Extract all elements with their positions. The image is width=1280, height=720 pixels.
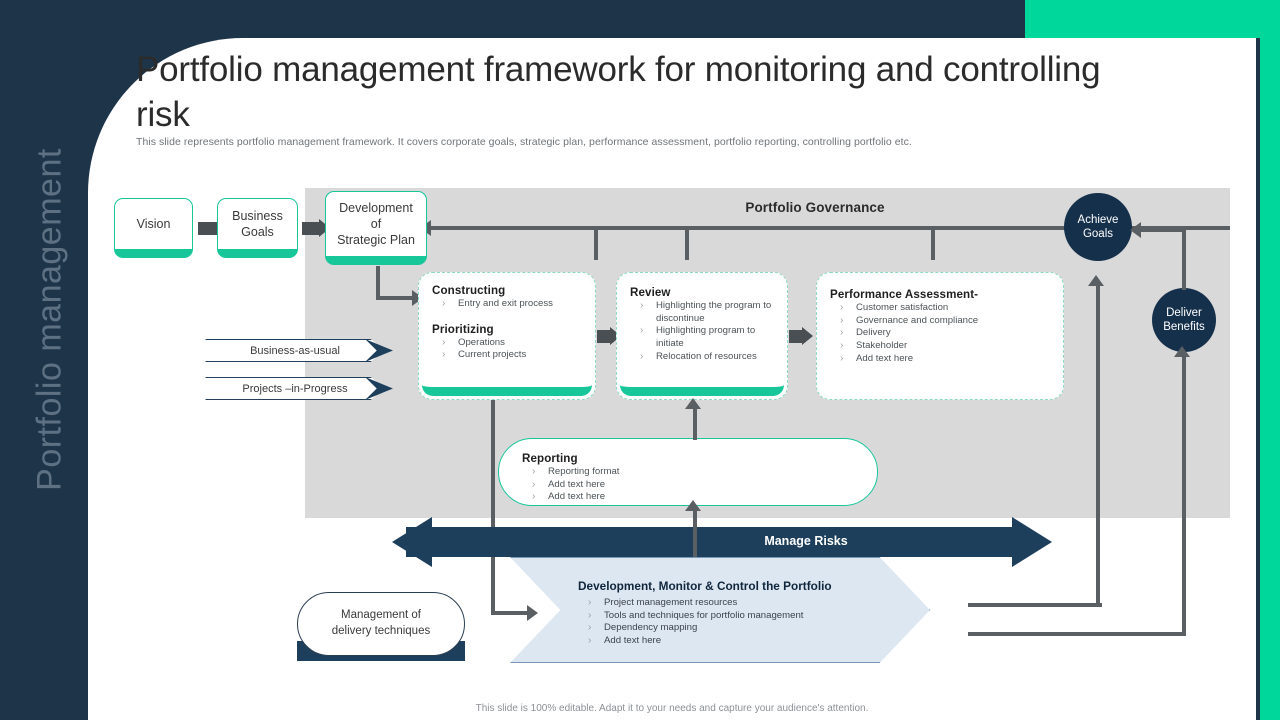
page-title: Portfolio management framework for monit…	[136, 50, 1101, 134]
arrow-head-chevron-to-reporting	[685, 500, 701, 511]
manage-risks-bar	[406, 527, 1016, 557]
spine-constructing-right	[491, 611, 529, 615]
arrow-head-up-achieve-goals	[1088, 275, 1104, 286]
list-item: Add text here	[830, 352, 1050, 366]
list-item: Operations	[432, 336, 582, 350]
constructing-bullets-2: Operations Current projects	[432, 336, 582, 362]
development-chevron-heading: Development, Monitor & Control the Portf…	[578, 579, 832, 593]
flow-box-vision[interactable]: Vision	[114, 198, 193, 258]
list-item: Relocation of resources	[630, 350, 774, 364]
list-item: Current projects	[432, 348, 582, 362]
review-content: Review Highlighting the program to disco…	[620, 278, 784, 363]
performance-bullets: Customer satisfaction Governance and com…	[830, 301, 1050, 366]
list-item: Tools and techniques for portfolio manag…	[578, 609, 908, 623]
arrow-head-reporting-to-review	[685, 398, 701, 409]
deliver-benefits-line2: Benefits	[1163, 321, 1205, 333]
feedback-line-to-strategic-plan	[432, 226, 1132, 230]
list-item: Dependency mapping	[578, 621, 908, 635]
manage-risks-label: Manage Risks	[764, 534, 848, 548]
footer-note: This slide is 100% editable. Adapt it to…	[475, 703, 869, 714]
flow-box-strategic-label-line3: Strategic Plan	[337, 233, 415, 248]
deliver-benefits-line1: Deliver	[1166, 306, 1202, 319]
page-subtitle: This slide represents portfolio manageme…	[136, 136, 912, 148]
flow-box-strategic-label-line2: of	[370, 216, 382, 231]
elbow-strategic-down	[376, 266, 380, 300]
flow-box-strategic-label-line1: Development	[339, 200, 413, 215]
review-heading: Review	[630, 286, 671, 299]
prioritizing-heading: Prioritizing	[432, 322, 494, 336]
arrow-head-into-chevron	[527, 605, 538, 621]
list-item: Reporting format	[522, 465, 852, 479]
achieve-goals-circle[interactable]: Achieve Goals	[1064, 193, 1132, 261]
banner-business-as-usual[interactable]: Business-as-usual	[205, 339, 385, 362]
flow-box-goals-label-line1: Business	[232, 208, 283, 223]
flow-box-strategic-plan[interactable]: Development of Strategic Plan	[325, 191, 427, 265]
list-item: Add text here	[578, 634, 908, 648]
list-item: Governance and compliance	[830, 314, 1050, 328]
reporting-bullets: Reporting format Add text here Add text …	[522, 465, 852, 504]
arrow-review-to-performance	[789, 327, 813, 345]
top-right-accent-bar	[1025, 0, 1280, 38]
constructing-content: Constructing Entry and exit process Prio…	[422, 276, 592, 362]
flow-box-business-goals[interactable]: Business Goals	[217, 198, 298, 258]
line-reporting-to-review	[693, 406, 697, 440]
arrow-head-up-deliver-benefits	[1174, 346, 1190, 357]
arrow-goals-to-strategic	[302, 219, 330, 237]
portfolio-governance-title: Portfolio Governance	[745, 200, 885, 215]
achieve-goals-line2: Goals	[1082, 228, 1114, 240]
performance-content: Performance Assessment- Customer satisfa…	[820, 280, 1060, 365]
list-item: Highlighting the program to discontinue	[630, 299, 774, 325]
right-edge-accent-bar	[1260, 0, 1280, 720]
feedback-route-outer-vertical	[1182, 572, 1186, 636]
line-chevron-to-reporting	[693, 506, 697, 566]
slide-white-card: Portfolio management framework for monit…	[88, 38, 1256, 720]
list-item: Project management resources	[578, 596, 908, 610]
governance-drop-review	[685, 226, 689, 260]
banner-projects-in-progress[interactable]: Projects –in-Progress	[205, 377, 385, 400]
line-up-to-achieve-goals	[1096, 284, 1100, 521]
arrow-vision-to-goals	[198, 219, 228, 237]
line-up-to-deliver-benefits	[1182, 354, 1186, 573]
list-item: Customer satisfaction	[830, 301, 1050, 315]
elbow-strategic-right	[376, 296, 414, 300]
list-item: Stakeholder	[830, 339, 1050, 353]
banner-bau-label: Business-as-usual	[250, 344, 340, 357]
delivery-techniques-line1: Management of	[341, 609, 421, 622]
list-item: Highlighting program to initiate	[630, 324, 774, 350]
achieve-goals-line1: Achieve	[1077, 213, 1119, 226]
arrow-head-into-constructing	[412, 290, 423, 306]
feedback-route-outer-horizontal	[968, 632, 1186, 636]
flow-box-goals-label-line2: Goals	[241, 225, 274, 239]
manage-risks-arrow-left-icon	[392, 517, 432, 567]
vertical-sidebar-label: Portfolio management	[30, 148, 69, 491]
governance-drop-constructing	[594, 226, 598, 260]
delivery-techniques-line2: delivery techniques	[331, 625, 431, 637]
list-item: Add text here	[522, 478, 852, 492]
delivery-techniques-box[interactable]: Management of delivery techniques	[297, 592, 465, 656]
constructing-heading: Constructing	[432, 284, 506, 297]
feedback-route-inner-horizontal	[968, 603, 1102, 607]
arrow-head-into-achieve-goals	[1130, 222, 1141, 238]
governance-drop-performance	[931, 226, 935, 260]
spine-constructing-down	[491, 400, 495, 615]
list-item: Delivery	[830, 326, 1050, 340]
list-item: Add text here	[522, 490, 852, 504]
line-deliver-up	[1182, 228, 1186, 290]
line-deliver-to-achieve	[1140, 228, 1186, 232]
flow-box-vision-label: Vision	[136, 216, 171, 231]
deliver-benefits-circle[interactable]: Deliver Benefits	[1152, 288, 1216, 352]
review-bullets: Highlighting the program to discontinue …	[630, 299, 774, 364]
list-item: Entry and exit process	[432, 297, 582, 311]
development-chevron-content: Development, Monitor & Control the Portf…	[568, 571, 918, 648]
banner-pip-label: Projects –in-Progress	[242, 382, 348, 395]
arrow-constructing-to-review	[597, 327, 621, 345]
reporting-content: Reporting Reporting format Add text here…	[512, 444, 862, 504]
feedback-route-inner-vertical	[1096, 521, 1100, 607]
reporting-heading: Reporting	[522, 452, 578, 465]
constructing-bullets-1: Entry and exit process	[432, 297, 582, 311]
manage-risks-arrow-right-icon	[1012, 517, 1052, 567]
performance-heading: Performance Assessment-	[830, 288, 979, 301]
development-chevron-bullets: Project management resources Tools and t…	[578, 596, 908, 648]
